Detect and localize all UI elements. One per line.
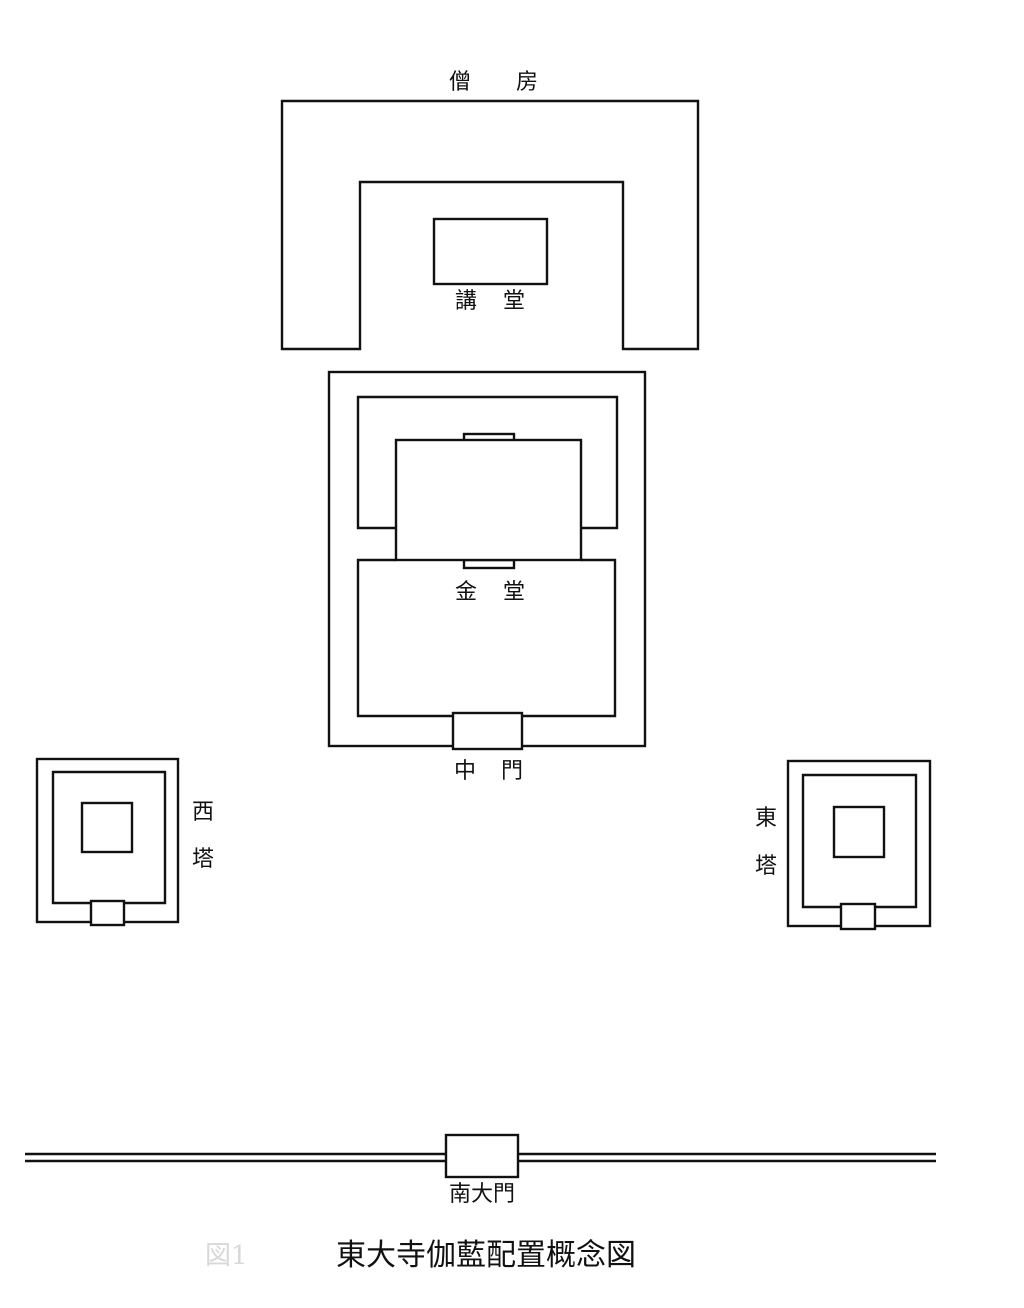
toto-label-2: 塔 xyxy=(755,854,777,879)
saito-label-2: 塔 xyxy=(192,847,214,872)
chumon-label-1: 中 xyxy=(454,759,476,784)
toto-inner-wall xyxy=(801,773,918,909)
kondo-hall xyxy=(394,438,583,562)
nandaimon-gate xyxy=(444,1133,520,1179)
kairo-inner-lower xyxy=(356,558,617,718)
figure-number-faint: 図1 xyxy=(205,1241,248,1271)
kodo-label-1: 講 xyxy=(455,289,477,314)
toto-gate xyxy=(839,902,877,931)
diagram-caption: 東大寺伽藍配置概念図 xyxy=(336,1238,636,1273)
saito-inner-wall xyxy=(51,770,167,905)
sobo-building xyxy=(280,99,700,351)
sobo-outline xyxy=(280,99,700,351)
kodo-label-2: 堂 xyxy=(503,289,525,314)
saito-pagoda xyxy=(35,757,180,927)
sobo-label-1: 僧 xyxy=(449,70,471,95)
kodo-building xyxy=(432,217,549,286)
kairo-inner-upper xyxy=(356,395,619,530)
saito-outer-wall xyxy=(35,757,180,924)
southern-wall xyxy=(25,1152,936,1163)
kondo-label-2: 堂 xyxy=(503,580,525,605)
chumon-gate xyxy=(451,711,524,751)
chumon-label-2: 門 xyxy=(501,759,523,784)
saito-tower xyxy=(80,801,134,854)
sobo-label-2: 房 xyxy=(516,70,538,95)
saito-gate xyxy=(89,899,126,927)
toto-tower xyxy=(832,805,886,859)
kondo-building xyxy=(394,432,583,570)
saito-label-1: 西 xyxy=(192,800,214,825)
kondo-south-step xyxy=(462,558,516,570)
toto-label-1: 東 xyxy=(755,806,777,831)
toto-outer-wall xyxy=(786,759,932,928)
toto-pagoda xyxy=(786,759,932,931)
kondo-label-1: 金 xyxy=(455,580,477,605)
nandaimon-label: 南大門 xyxy=(449,1182,515,1207)
